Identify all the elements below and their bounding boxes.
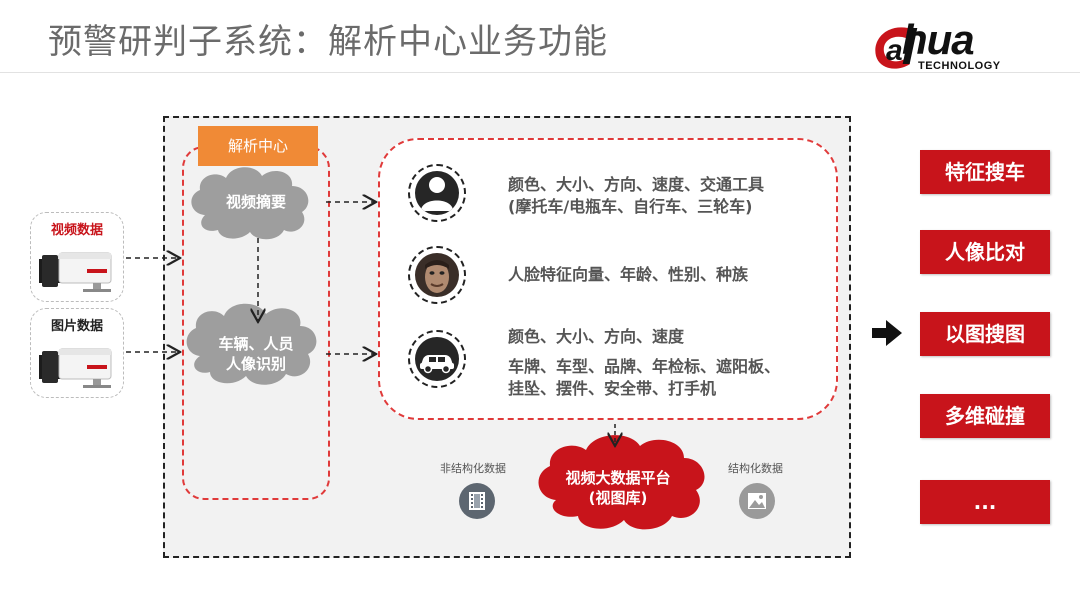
person-icon <box>421 177 453 211</box>
cloud-big-data-platform <box>538 435 705 530</box>
platform-line: 视频大数据平台 <box>565 469 671 487</box>
node-label: 人像识别 <box>225 355 286 373</box>
camera-icon <box>39 348 112 388</box>
function-button-image-search[interactable]: 以图搜图 <box>920 312 1050 356</box>
logo-tagline: TECHNOLOGY <box>918 60 1001 72</box>
result-icon-person <box>408 164 466 222</box>
logo-wordmark: hua <box>902 16 975 63</box>
unstructured-data-label: 非结构化数据 <box>440 462 506 475</box>
brand-logo: a hua TECHNOLOGY <box>868 16 1048 76</box>
image-icon <box>739 483 775 519</box>
page-title: 预警研判子系统：解析中心业务功能 <box>48 22 608 62</box>
function-button-vehicle-search[interactable]: 特征搜车 <box>920 150 1050 194</box>
svg-text:a: a <box>886 34 903 67</box>
node-recognition: 车辆、人员 人像识别 <box>196 334 316 374</box>
cloud-recognition <box>186 303 317 385</box>
result-line: 颜色、大小、方向、速度、交通工具 <box>508 175 765 194</box>
platform-label: 视频大数据平台 (视图库) <box>550 468 686 508</box>
structured-data-label: 结构化数据 <box>728 462 783 475</box>
node-label: 视频摘要 <box>225 193 286 211</box>
film-icon <box>459 483 495 519</box>
title-divider <box>0 72 1080 73</box>
function-button-face-compare[interactable]: 人像比对 <box>920 230 1050 274</box>
source-card-video: 视频数据 <box>30 212 124 302</box>
source-label: 视频数据 <box>50 223 103 238</box>
face-icon <box>425 260 449 293</box>
result-icon-car <box>408 330 466 388</box>
result-text-motion: 颜色、大小、方向、速度、交通工具 (摩托车/电瓶车、自行车、三轮车) <box>508 174 764 218</box>
node-video-summary: 视频摘要 <box>196 192 316 212</box>
function-button-more[interactable]: ... <box>920 480 1050 524</box>
platform-line: (视图库) <box>588 489 648 507</box>
result-line: (摩托车/电瓶车、自行车、三轮车) <box>508 197 753 216</box>
node-label: 车辆、人员 <box>218 335 294 353</box>
source-label: 图片数据 <box>50 319 103 334</box>
source-card-image: 图片数据 <box>30 308 124 398</box>
car-icon <box>420 355 454 374</box>
function-button-multi-collision[interactable]: 多维碰撞 <box>920 394 1050 438</box>
result-line: 颜色、大小、方向、速度 <box>508 327 685 346</box>
result-icon-face <box>408 246 466 304</box>
arrow-right-icon <box>872 320 902 346</box>
result-line: 挂坠、摆件、安全带、打手机 <box>508 379 717 398</box>
result-line: 车牌、车型、品牌、年检标、遮阳板、 <box>508 357 781 376</box>
result-text-face: 人脸特征向量、年龄、性别、种族 <box>508 264 748 286</box>
result-text-vehicle: 颜色、大小、方向、速度 车牌、车型、品牌、年检标、遮阳板、 挂坠、摆件、安全带、… <box>508 326 780 400</box>
camera-icon <box>39 252 112 292</box>
cloud-video-summary <box>191 167 309 240</box>
logo-swoosh-icon: a <box>875 27 918 69</box>
analysis-center-tab: 解析中心 <box>198 126 318 166</box>
result-line: 人脸特征向量、年龄、性别、种族 <box>508 265 749 284</box>
